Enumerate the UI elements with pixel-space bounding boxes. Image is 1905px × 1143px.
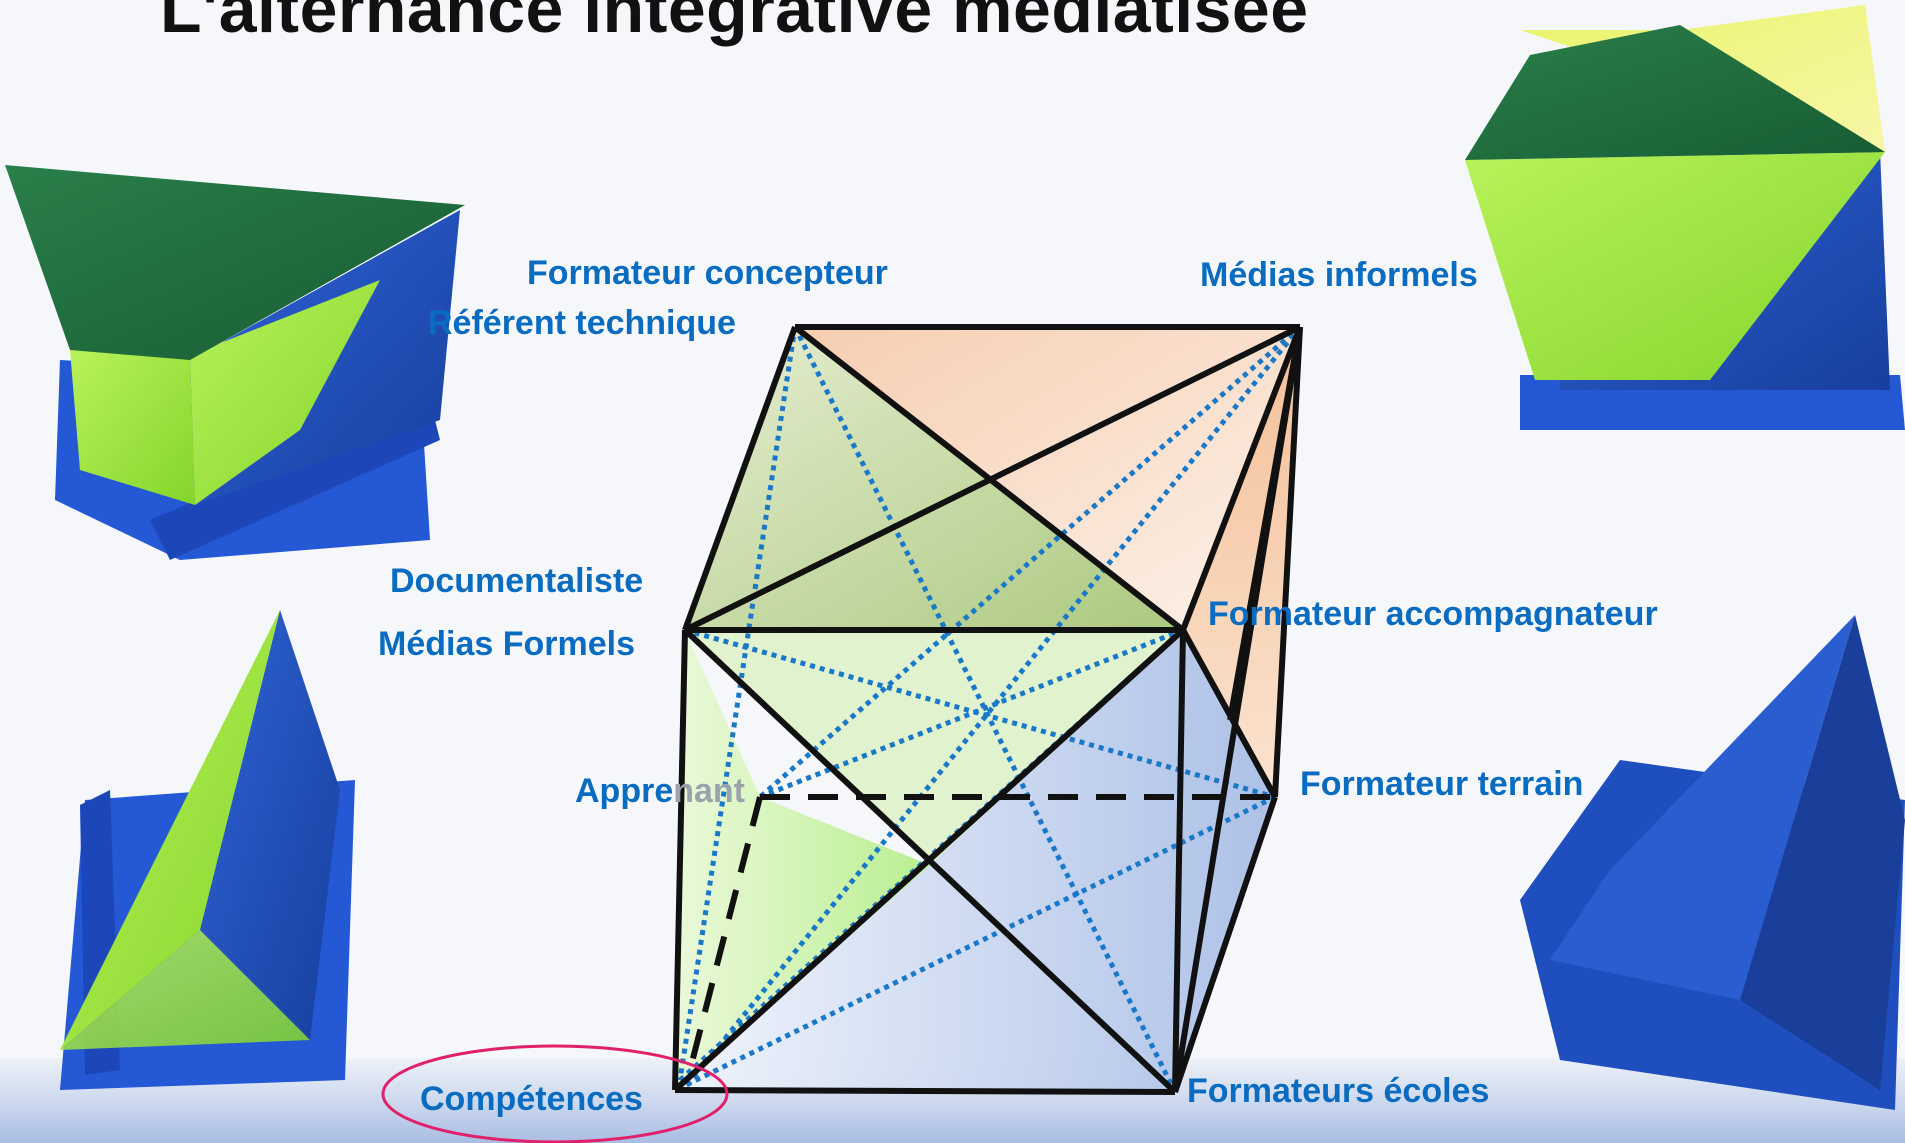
label-formateur-concepteur: Formateur concepteur: [527, 254, 888, 292]
label-formateurs-ecoles: Formateurs écoles: [1187, 1072, 1490, 1110]
label-formateur-accompagnateur: Formateur accompagnateur: [1208, 595, 1658, 633]
cube-edges: [672, 324, 1303, 1095]
label-medias-informels: Médias informels: [1200, 256, 1478, 294]
label-medias-formels: Médias Formels: [378, 625, 635, 663]
label-apprenant: Apprenant: [575, 774, 745, 808]
green-pyramid-photo-icon: [60, 610, 355, 1090]
label-competences: Compétences: [420, 1080, 643, 1118]
label-apprenant-visible: Appre: [575, 772, 674, 810]
upper-green-wedge: [685, 630, 1183, 865]
top-right-triangle-face: [795, 327, 1300, 630]
page-title: L'alternance intégrative médiatisée: [160, 0, 1309, 47]
front-green-face: [675, 630, 930, 1090]
label-referent-technique: Référent technique: [428, 304, 736, 342]
prism-photo-icon: [5, 165, 465, 560]
competences-highlight-ellipse: [381, 1044, 729, 1143]
label-apprenant-hidden: nant: [673, 772, 746, 810]
front-blue-face: [675, 630, 1275, 1092]
blue-pyramid-photo-icon: [1520, 615, 1905, 1110]
hidden-edges: [687, 794, 1275, 1071]
cube-photo-icon: [1465, 5, 1905, 430]
label-documentaliste: Documentaliste: [390, 562, 644, 600]
top-left-triangle-face: [685, 327, 1183, 630]
label-formateur-terrain: Formateur terrain: [1300, 765, 1584, 803]
